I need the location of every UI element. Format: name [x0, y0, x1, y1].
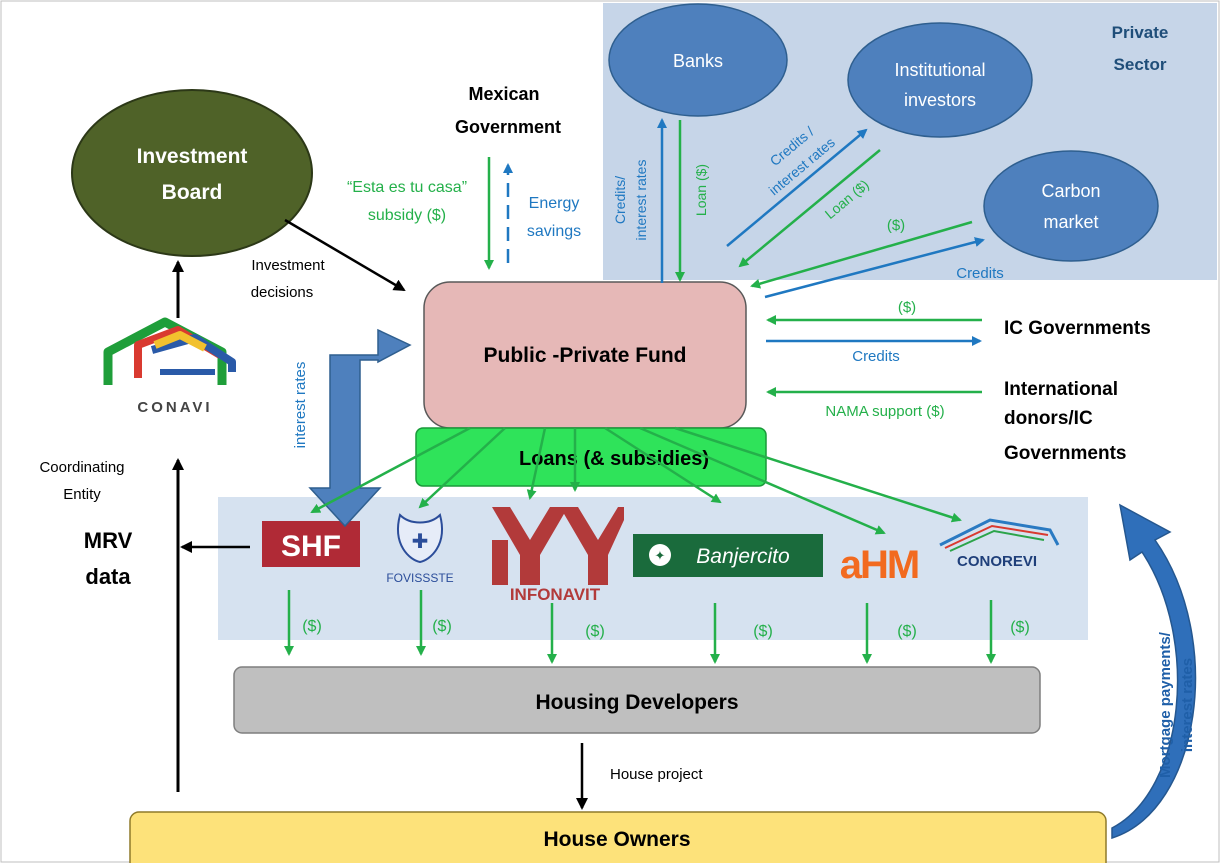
conorevi-logo: CONOREVI: [939, 518, 1060, 570]
ahm-logo: aHM: [840, 543, 918, 587]
banks-node: [608, 3, 788, 117]
fovissste-text: FOVISSSTE: [386, 571, 453, 585]
private-sector-label-2: Sector: [1114, 55, 1167, 74]
investment-board-label-2: Board: [162, 181, 223, 204]
investment-decisions-label-2: decisions: [251, 284, 314, 301]
dev-money-label-5: ($): [897, 623, 917, 640]
investment-decisions-arrow: [284, 218, 406, 292]
subsidy-label-1: “Esta es tu casa”: [347, 179, 467, 196]
institutional-credits-arrow: [726, 128, 868, 247]
banks-label: Banks: [673, 51, 723, 71]
housing-developers-box: [233, 666, 1041, 734]
investment-board-label-1: Investment: [137, 145, 248, 168]
housing-developers-label: Housing Developers: [535, 691, 738, 714]
conavi-logo: [103, 317, 236, 385]
investment-board-node: [71, 89, 313, 257]
investment-decisions-label-1: Investment: [251, 257, 325, 274]
mortgage-payments-arrow: [1111, 503, 1197, 840]
bank-loan-label: Loan ($): [693, 164, 709, 216]
dev-money-label-2: ($): [432, 618, 452, 635]
banjercito-icon: ✦: [655, 548, 666, 563]
private-sector-label-1: Private: [1112, 23, 1169, 42]
institutional-loan-arrow: [738, 149, 881, 268]
bank-credits-label-1: Credits/: [612, 176, 628, 224]
conavi-logo-text: CONAVI: [137, 399, 212, 416]
mortgage-label-1: Mortgage payments/: [1157, 631, 1174, 778]
institutions-to-developers-arrows: [284, 590, 996, 664]
mexican-government-label-1: Mexican: [468, 84, 539, 104]
banjercito-logo: ✦ Banjercito: [633, 534, 823, 577]
dev-money-label-6: ($): [1010, 619, 1030, 636]
international-donors-label-1: International: [1004, 379, 1118, 400]
energy-savings-label-1: Energy: [529, 195, 580, 212]
mexican-government-label-2: Government: [455, 117, 561, 137]
banjercito-text: Banjercito: [696, 545, 790, 568]
dev-money-label-3: ($): [585, 623, 605, 640]
coordinating-entity-label-2: Entity: [63, 486, 101, 503]
mrv-label-2: data: [85, 564, 131, 589]
dev-money-label-4: ($): [753, 623, 773, 640]
carbon-money-arrow: [750, 220, 973, 289]
house-project-label: House project: [610, 766, 703, 783]
carbon-label-1: Carbon: [1041, 181, 1100, 201]
fund-to-institutions-arrows: [310, 426, 962, 535]
energy-savings-label-2: savings: [527, 223, 581, 240]
fovissste-symbol: ✚: [412, 531, 429, 553]
fovissste-logo: ✚ FOVISSSTE: [386, 513, 454, 585]
carbon-money-label: ($): [887, 217, 905, 234]
carbon-credits-label: Credits: [956, 265, 1004, 282]
interest-rates-block-arrow: [308, 328, 412, 528]
shf-text: SHF: [281, 530, 341, 563]
coordinating-entity-label-1: Coordinating: [39, 459, 124, 476]
international-donors-label-3: Governments: [1004, 443, 1126, 464]
ic-credits-label: Credits: [852, 348, 900, 365]
public-private-fund-label: Public -Private Fund: [483, 344, 686, 367]
dev-money-label-1: ($): [302, 618, 322, 635]
carbon-market-node: [983, 150, 1159, 262]
international-donors-label-2: donors/IC: [1004, 408, 1093, 429]
carbon-credits-arrow: [764, 237, 985, 299]
mortgage-label-2: interest rates: [1179, 658, 1196, 752]
conorevi-text: CONOREVI: [957, 553, 1037, 570]
carbon-label-2: market: [1043, 212, 1098, 232]
subsidy-label-2: subsidy ($): [368, 207, 446, 224]
mrv-label-1: MRV: [84, 528, 133, 553]
interest-rates-label: interest rates: [292, 362, 309, 449]
institutional-label-2: investors: [904, 90, 976, 110]
nama-support-label: NAMA support ($): [825, 403, 944, 420]
loans-bar-label: Loans (& subsidies): [519, 448, 709, 470]
shf-logo: SHF: [262, 521, 360, 567]
infonavit-logo: INFONAVIT: [492, 507, 624, 604]
institutional-investors-node: [847, 22, 1033, 138]
house-owners-label: House Owners: [543, 828, 690, 851]
house-owners-box: [129, 811, 1107, 868]
ic-governments-label: IC Governments: [1004, 318, 1151, 339]
institutional-label-1: Institutional: [894, 60, 985, 80]
ic-money-label: ($): [898, 299, 916, 316]
bank-credits-label-2: interest rates: [633, 160, 649, 241]
infonavit-text: INFONAVIT: [510, 585, 601, 604]
